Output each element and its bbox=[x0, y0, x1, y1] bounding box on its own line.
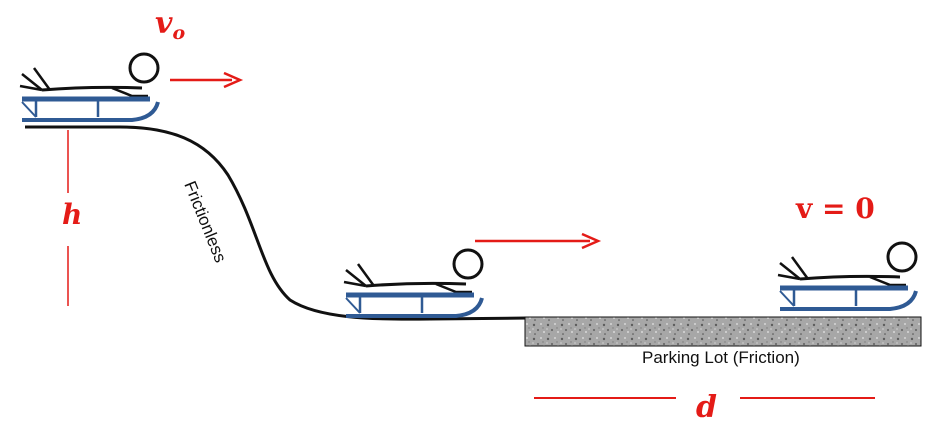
initial-velocity-subscript: o bbox=[172, 22, 185, 44]
sled-rider-bottom bbox=[344, 250, 482, 316]
distance-label: d bbox=[696, 390, 717, 425]
height-label: h bbox=[62, 198, 82, 231]
initial-velocity-symbol: v bbox=[155, 6, 173, 41]
initial-velocity-label: vo bbox=[155, 6, 185, 44]
sled-rider-stopped bbox=[778, 243, 916, 309]
frictionless-label: Frictionless bbox=[180, 178, 230, 265]
final-velocity-label: v = 0 bbox=[795, 192, 875, 225]
parking-lot-label: Parking Lot (Friction) bbox=[642, 348, 800, 367]
velocity-arrow-bottom bbox=[475, 232, 602, 250]
velocity-arrow-top bbox=[170, 71, 244, 89]
parking-lot-surface bbox=[524, 316, 922, 347]
sled-rider-top bbox=[20, 54, 158, 120]
